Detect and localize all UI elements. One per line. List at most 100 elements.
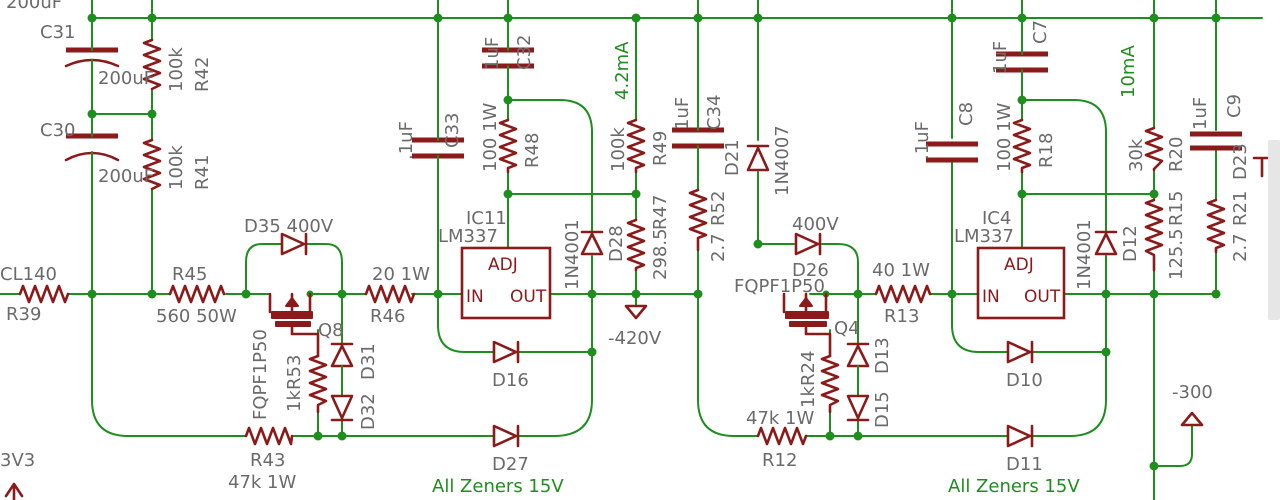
label-r24-value: 1k (798, 386, 819, 408)
label-in-ic4: IN (982, 287, 1000, 307)
label-3v3: 3V3 (0, 450, 35, 471)
label-lm337-ic11: LM337 (438, 226, 498, 247)
resistor-r52 (688, 188, 708, 252)
resistor-r39 (18, 284, 70, 304)
diode-d13 (846, 342, 870, 397)
label-d28: D28 (606, 225, 627, 262)
label-r42-value: 100k (166, 47, 187, 92)
label-r41-value: 100k (166, 145, 187, 190)
label-c9: C9 (1224, 94, 1245, 118)
supply-3v3-symbol (4, 482, 24, 500)
label-minus-420v: -420V (608, 328, 662, 349)
label-current-10ma: 10mA (1118, 45, 1139, 98)
label-r48-value: 100 1W (480, 102, 501, 172)
label-1n4001-d28: 1N4001 (562, 219, 583, 290)
label-in-ic11: IN (466, 287, 484, 307)
label-c8: C8 (956, 102, 977, 126)
capacitor-c32 (482, 43, 534, 75)
label-adj-ic4: ADJ (1004, 255, 1034, 275)
label-r47: R47 (650, 195, 671, 230)
label-r53: R53 (284, 355, 305, 390)
label-lm337-ic4: LM337 (954, 226, 1014, 247)
label-d13: D13 (872, 337, 893, 374)
label-d27: D27 (492, 454, 529, 475)
label-r46-value: 20 1W (372, 264, 430, 285)
label-r52-value: 2.7 (708, 233, 729, 262)
capacitor-c30 (64, 113, 120, 171)
diode-d31 (330, 342, 354, 397)
diode-d16 (492, 340, 520, 364)
mosfet-q4 (782, 292, 832, 358)
regulator-ic4 (976, 246, 1066, 320)
scrollbar-thumb[interactable] (1268, 140, 1280, 320)
diode-d15 (846, 394, 870, 422)
label-d32: D32 (358, 393, 379, 430)
resistors (18, 38, 1226, 446)
diode-d11 (1006, 424, 1034, 448)
label-c31-value: 200uF (98, 68, 154, 89)
label-r49-value: 100k (608, 127, 629, 172)
supply-300-symbol (1180, 411, 1204, 427)
resistor-r15 (1144, 198, 1164, 272)
label-r18: R18 (1036, 133, 1057, 168)
diode-d28 (580, 230, 604, 256)
label-zeners-left: All Zeners 15V (432, 476, 564, 497)
label-r49: R49 (650, 131, 671, 166)
label-c34: C34 (704, 95, 725, 130)
resistor-r43 (244, 426, 294, 446)
capacitor-c7 (996, 47, 1048, 75)
capacitors (64, 39, 1242, 171)
resistor-r49 (626, 118, 646, 174)
diode-d12 (1094, 230, 1118, 256)
diode-d10 (1006, 340, 1034, 364)
mosfet-q8 (268, 292, 320, 358)
label-d15: D15 (872, 391, 893, 428)
label-zeners-right: All Zeners 15V (948, 476, 1080, 497)
supply-symbols (4, 304, 1204, 500)
label-r13-value: 40 1W (872, 260, 930, 281)
label-c33: C33 (442, 113, 463, 148)
label-c7: C7 (1030, 20, 1051, 44)
label-r41: R41 (192, 155, 213, 190)
label-r18-value: 100 1W (994, 102, 1015, 172)
label-d11: D11 (1006, 454, 1043, 475)
capacitor-c9 (1190, 131, 1242, 151)
label-c30-value: 200uF (98, 166, 154, 187)
label-c33-value: .1uF (396, 121, 417, 160)
label-r21-value: 2.7 (1230, 233, 1251, 262)
label-c31: C31 (40, 22, 75, 43)
label-r21: R21 (1230, 191, 1251, 226)
label-c-top-cut: 200uF (6, 0, 62, 13)
label-c32: C32 (514, 35, 535, 70)
capacitor-c8 (926, 141, 978, 163)
label-r15-value: 125.5 (1166, 228, 1187, 280)
label-r46: R46 (370, 306, 405, 327)
label-out-ic11: OUT (510, 287, 547, 307)
label-adj-ic11: ADJ (488, 255, 518, 275)
label-cl140: CL140 (0, 264, 57, 285)
capacitor-c34 (672, 125, 724, 151)
label-r39: R39 (6, 304, 41, 325)
label-c8-value: .1uF (912, 121, 933, 160)
label-fqpf1p50-q4: FQPF1P50 (734, 276, 825, 297)
label-r12: R12 (762, 450, 797, 471)
label-1n4007: 1N4007 (772, 125, 793, 196)
label-d26: D26 (792, 260, 829, 281)
label-d31: D31 (358, 343, 379, 380)
resistor-r13 (874, 284, 932, 304)
resistor-r41 (142, 138, 162, 191)
label-out-ic4: OUT (1024, 287, 1061, 307)
diode-d21 (746, 144, 770, 172)
label-ic11: IC11 (466, 208, 507, 229)
resistor-r42 (142, 38, 162, 91)
label-c32-value: 1uF (482, 37, 503, 70)
label-fqpf1p50-q8: FQPF1P50 (250, 329, 271, 420)
label-r12-value: 47k 1W (746, 408, 815, 429)
label-d23: D23 (1230, 143, 1251, 180)
resistor-r46 (364, 284, 416, 304)
diode-d26 (794, 232, 822, 256)
label-r53-value: 1k (284, 390, 305, 412)
label-d35: D35 400V (244, 216, 334, 237)
resistor-r18 (1012, 118, 1032, 174)
label-r45: R45 (172, 264, 207, 285)
